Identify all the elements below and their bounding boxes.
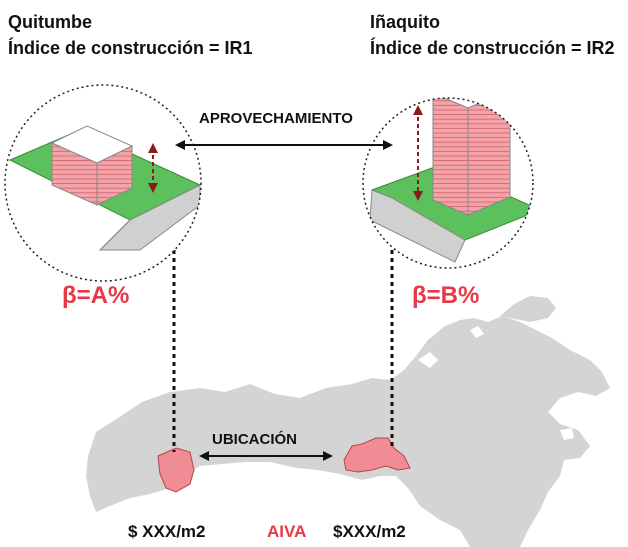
left-magnifier (4, 84, 202, 282)
right-zone-name: Iñaquito (370, 12, 440, 32)
right-construction-index: Índice de construcción = IR2 (370, 38, 615, 58)
quitumbe-zone (157, 447, 195, 493)
inaquito-zone (343, 437, 411, 473)
left-beta: β=A% (62, 282, 130, 309)
left-zone-name: Quitumbe (8, 12, 92, 32)
right-beta: β=B% (412, 282, 480, 309)
left-price: $ XXX/m2 (128, 522, 206, 541)
city-map (86, 296, 610, 547)
aiva-label: AIVA (267, 522, 307, 541)
right-magnifier (362, 97, 534, 269)
aprovechamiento-label: APROVECHAMIENTO (197, 110, 355, 127)
right-price: $XXX/m2 (333, 522, 406, 541)
ubicacion-label: UBICACIÓN (212, 431, 297, 448)
left-construction-index: Índice de construcción = IR1 (8, 38, 253, 58)
